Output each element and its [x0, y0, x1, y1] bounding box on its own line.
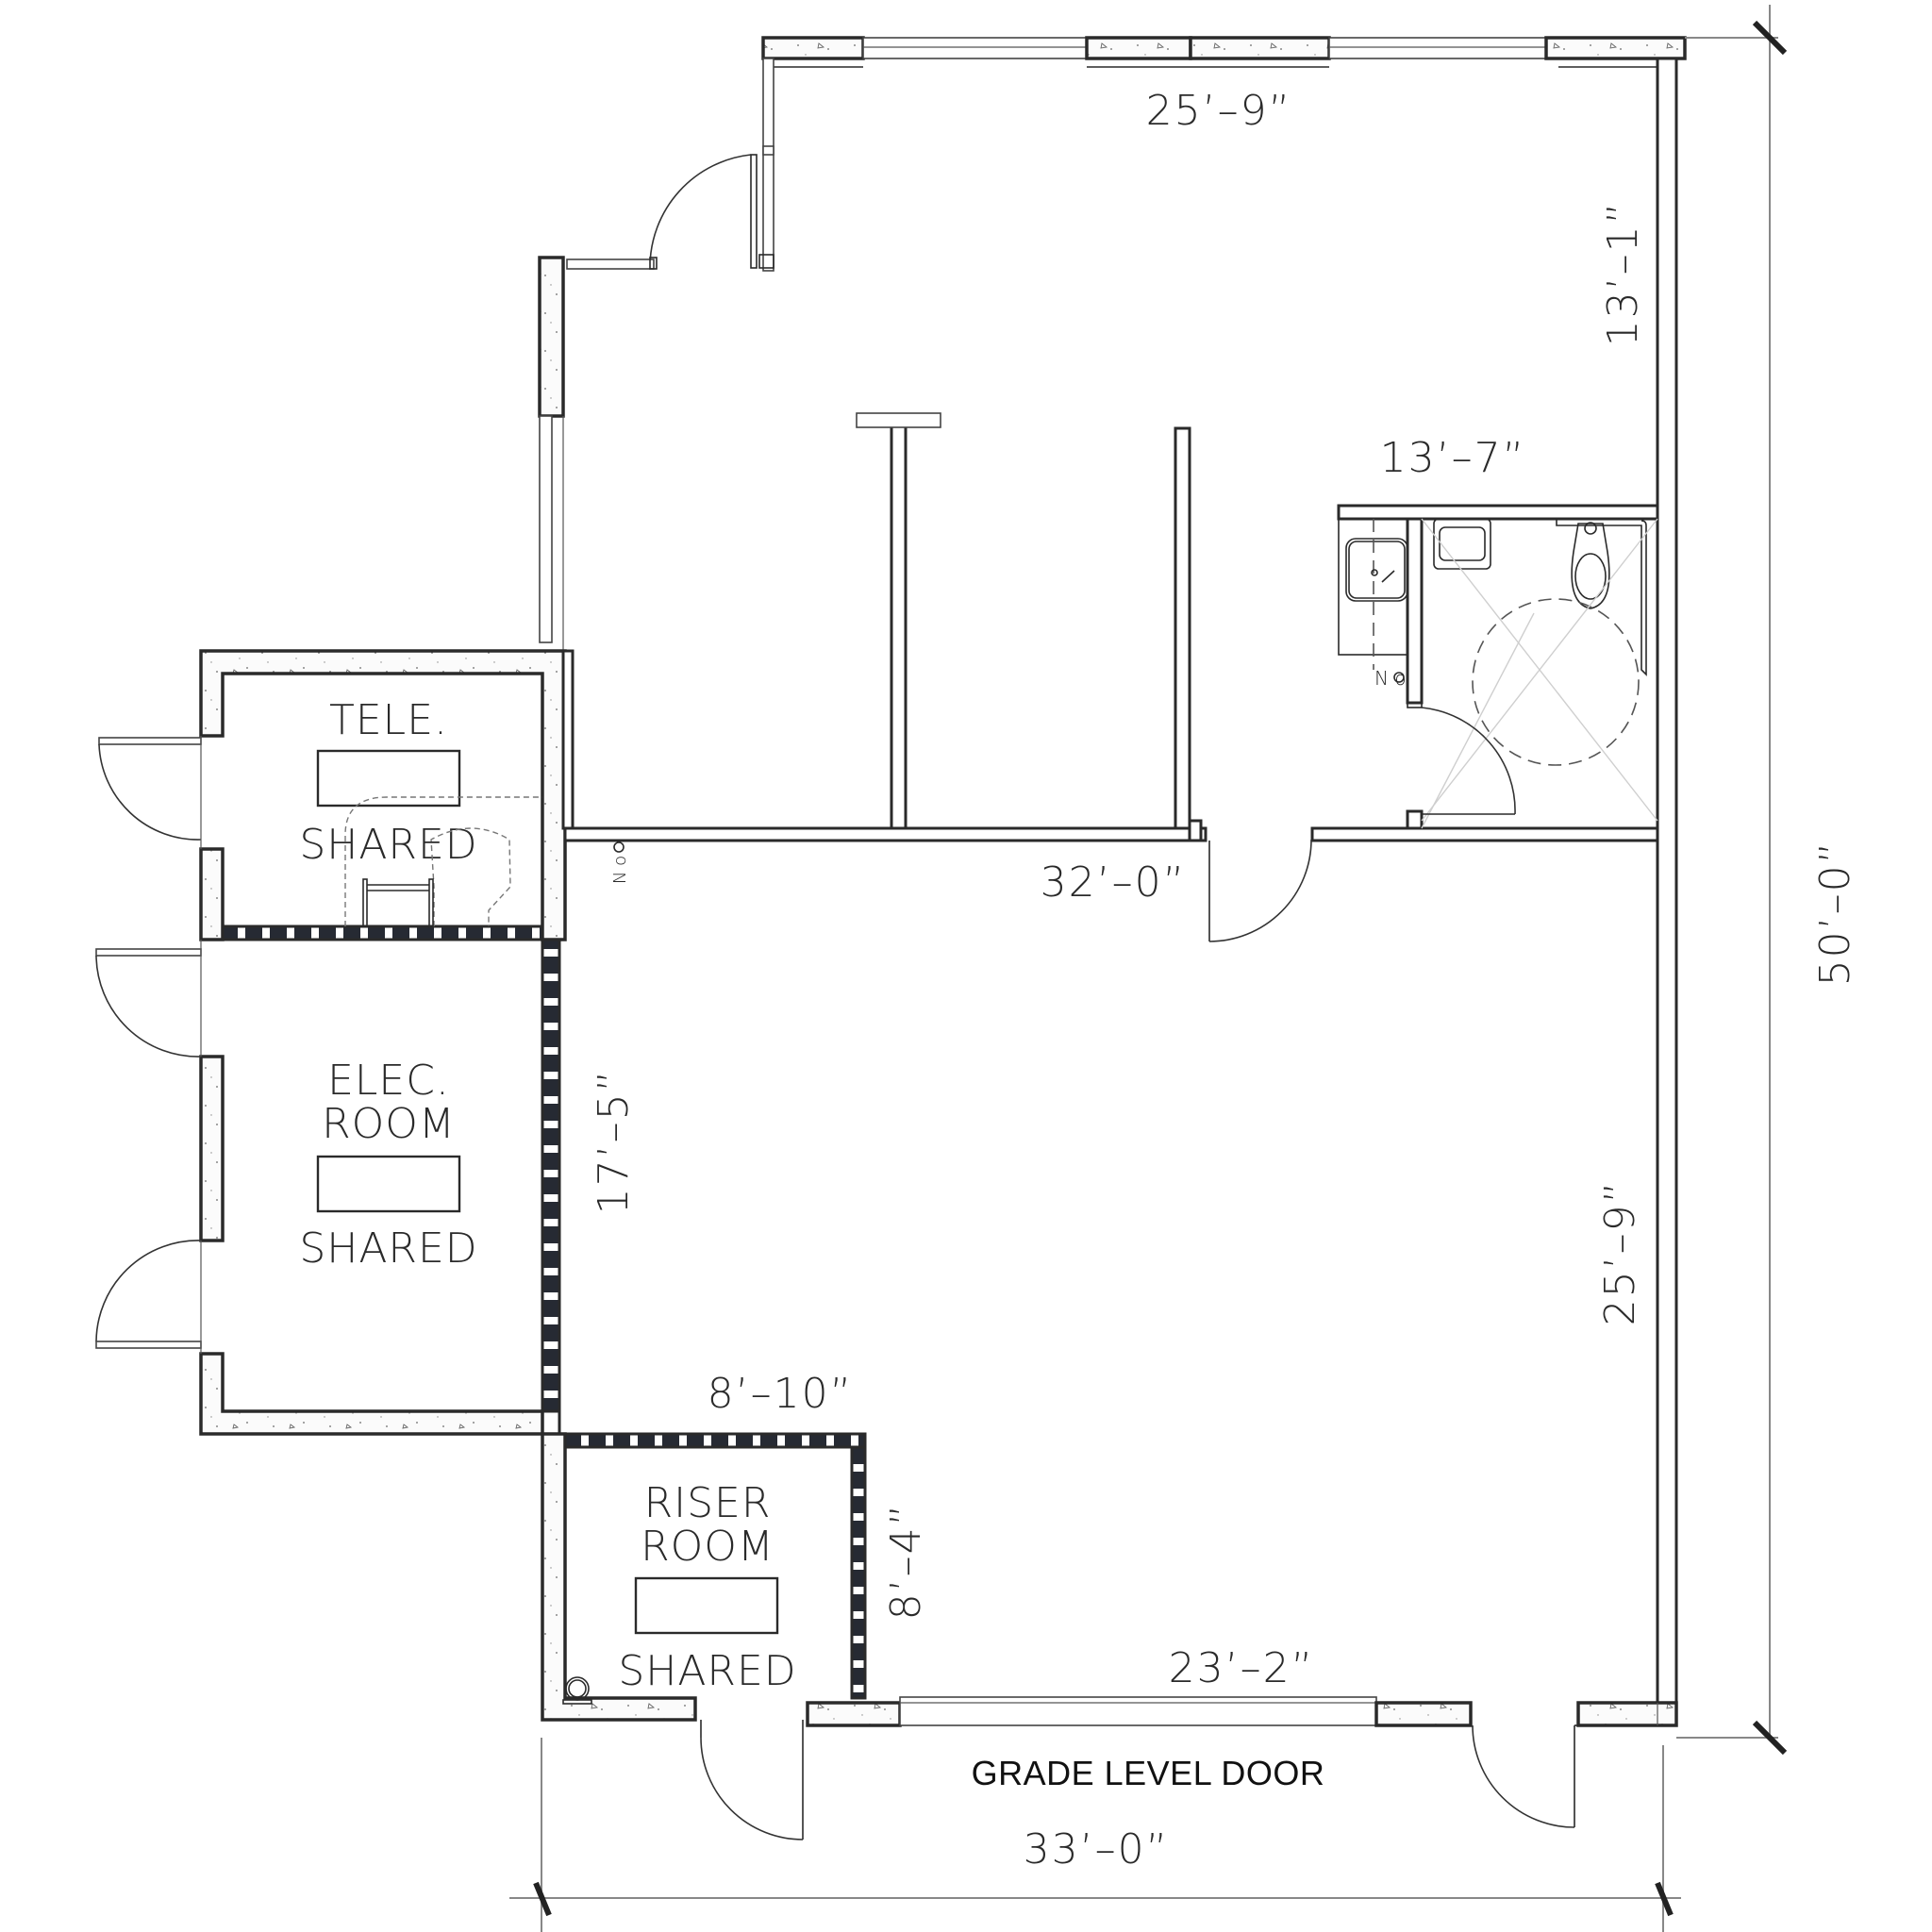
dimensions: 25’–9” 13’–7” 32’–0” 8’–10” 23’–2” 33’–0…: [509, 5, 1859, 1932]
sink-vanity-icon: [1338, 518, 1408, 670]
door-swing-arc: [95, 955, 202, 1058]
storefront-upper-left: [758, 58, 774, 272]
bathroom-top-wall: [1337, 504, 1659, 521]
dim-lower-right-height: 25’–9”: [1596, 1180, 1644, 1326]
grab-bar-icon: [1556, 519, 1647, 676]
dim-upper-right-height: 13’–1”: [1599, 201, 1647, 347]
pipe-riser-icon: [562, 1676, 592, 1705]
window: [862, 37, 1088, 59]
wall-segment: [1189, 36, 1331, 60]
tele-room-shared-label: SHARED: [299, 821, 477, 869]
tele-room-label: TELE.: [329, 696, 448, 744]
elec-room-shared-label: SHARED: [299, 1224, 477, 1273]
riser-panel: [634, 1576, 779, 1635]
window: [1328, 37, 1547, 59]
turning-circle: [1472, 598, 1640, 766]
door-swing-arc: [95, 1240, 202, 1342]
equipment-rack-icon: [362, 878, 434, 927]
clearance-lines: [1421, 518, 1658, 829]
wall-segment: [761, 36, 865, 60]
entry-door-upper[interactable]: [566, 154, 758, 270]
riser-room: RISER ROOM SHARED: [541, 1432, 867, 1722]
bathroom-door[interactable]: [1421, 707, 1516, 815]
thermostat-icon: N o: [1374, 667, 1407, 690]
tele-equipment-panel: [316, 749, 461, 808]
wall-sink-icon: [1433, 518, 1491, 570]
toilet-icon: [1571, 522, 1610, 609]
riser-room-label-1: RISER: [644, 1479, 772, 1527]
interior-partitions: N o: [561, 412, 1208, 884]
door-swing-arc: [1421, 707, 1516, 815]
fire-rated-wall: [541, 938, 561, 1413]
svg-text:N o: N o: [1374, 667, 1407, 690]
vertical-partition: [1174, 426, 1191, 830]
door-swing-arc: [1208, 839, 1312, 942]
fire-rated-wall: [563, 1432, 867, 1449]
clearance-outline: [430, 827, 511, 926]
elec-room-door-upper[interactable]: [95, 940, 202, 1058]
door-swing-arc: [98, 743, 202, 841]
office-door-center[interactable]: [1208, 839, 1312, 942]
bathroom-divider: [1406, 517, 1424, 705]
riser-room-shared-label: SHARED: [618, 1647, 796, 1695]
bottom-exterior-wall: [806, 1696, 1678, 1727]
dim-bottom-inner-width: 23’–2”: [1169, 1644, 1315, 1692]
man-door-bottom-right[interactable]: [1472, 1724, 1578, 1828]
dim-riser-width: 8’–10”: [708, 1370, 854, 1418]
tele-room-door[interactable]: [98, 736, 202, 849]
dim-left-wall-height: 17’–5”: [590, 1069, 638, 1215]
bathroom: N o: [1310, 504, 1659, 842]
svg-text:N o: N o: [610, 856, 630, 884]
dim-bathroom-width: 13’–7”: [1380, 434, 1526, 482]
elec-room-door-lower[interactable]: [95, 1240, 202, 1354]
tele-room: TELE. SHARED: [199, 649, 567, 941]
dim-overall-width: 33’–0”: [1024, 1825, 1170, 1874]
dim-overall-height: 50’–0”: [1811, 841, 1859, 987]
door-swing-arc: [1472, 1724, 1575, 1828]
grade-level-door-label: GRADE LEVEL DOOR: [972, 1754, 1325, 1792]
thermostat-icon: N o: [610, 841, 630, 884]
dim-riser-height: 8’–4”: [882, 1503, 930, 1621]
t-partition-stem: [890, 413, 908, 830]
riser-room-door[interactable]: [700, 1720, 804, 1840]
horizontal-partition: [563, 826, 1208, 842]
wall-segment: [1085, 36, 1192, 60]
fire-rated-wall: [221, 924, 544, 941]
door-swing-arc: [700, 1737, 804, 1840]
elec-room-label-1: ELEC.: [327, 1057, 450, 1105]
door-swing-arc: [649, 154, 752, 267]
elec-room-label-2: ROOM: [322, 1100, 456, 1148]
t-partition-cap: [856, 412, 941, 428]
clearance-outline: [344, 796, 542, 926]
elec-room: ELEC. ROOM SHARED: [199, 938, 561, 1436]
door-leaf: [750, 154, 758, 269]
bathroom-bottom-wall: [1310, 826, 1659, 842]
dim-partition-width: 32’–0”: [1041, 858, 1187, 907]
left-upper-wall: [538, 256, 565, 651]
elec-panel: [316, 1155, 461, 1213]
top-exterior-wall: [761, 36, 1687, 68]
fire-rated-wall: [850, 1445, 867, 1700]
riser-room-label-2: ROOM: [641, 1523, 774, 1571]
dim-top-width: 25’–9”: [1146, 87, 1292, 135]
wall-segment: [1544, 36, 1687, 60]
grade-level-door-opening: [899, 1696, 1377, 1726]
